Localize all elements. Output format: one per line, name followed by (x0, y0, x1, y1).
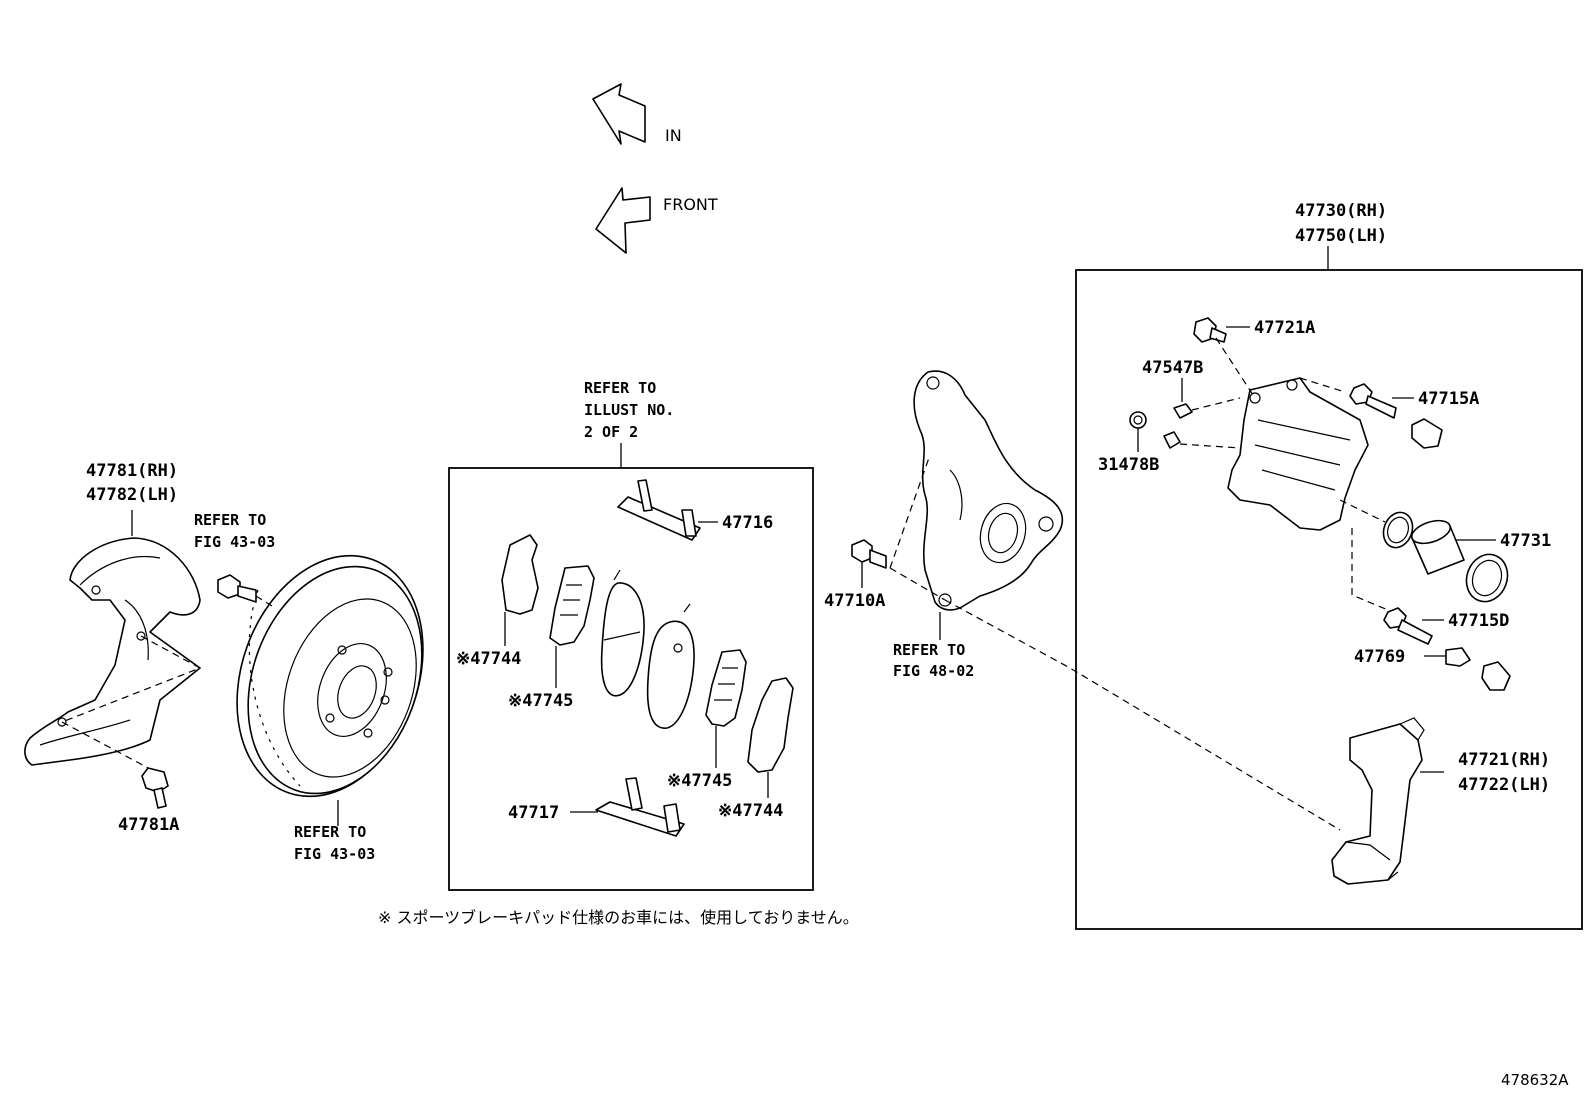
bleeder-plug-part (1173, 397, 1241, 419)
outer-shim-top-part (501, 534, 539, 615)
illustration-code: 478632A (1501, 1071, 1569, 1089)
dust-cover-rh-label: 47781(RH) (86, 461, 178, 481)
anti-squeal-shim-top-part (617, 479, 701, 541)
part-47716-label: 47716 (722, 513, 773, 533)
fig-43-03-bottom-ref-line2: FIG 43-03 (294, 845, 375, 863)
fig-43-03-top-ref-line1: REFER TO (194, 511, 266, 529)
outer-shim-bottom-part (747, 677, 794, 773)
bush-part (1163, 431, 1241, 449)
mounting-lh-label: 47722(LH) (1458, 775, 1550, 795)
caliper-body-part (1215, 337, 1369, 531)
part-47547B-label: 47547B (1142, 358, 1203, 378)
caliper-mounting-part (1331, 717, 1425, 885)
dust-cover-lh-label: 47782(LH) (86, 485, 178, 505)
part-47781A-label: 47781A (118, 815, 179, 835)
caliper-rh-label: 47730(RH) (1295, 201, 1387, 221)
part-47717-label: 47717 (508, 803, 559, 823)
part-47731-label: 47731 (1500, 531, 1551, 551)
in-direction-label: IN (665, 126, 682, 145)
part-47744-bottom-label: ※47744 (718, 801, 783, 821)
brake-pad-outer-part (600, 569, 645, 697)
fig-48-02-ref-line1: REFER TO (893, 641, 965, 659)
bushing-part (1445, 647, 1471, 667)
rotor-bolt-part (217, 574, 273, 607)
steering-knuckle-part (913, 370, 1064, 611)
in-arrow-icon (592, 83, 646, 145)
fig-43-03-bottom-ref-line1: REFER TO (294, 823, 366, 841)
part-47715A-label: 47715A (1418, 389, 1479, 409)
part-31478B-label: 31478B (1098, 455, 1159, 475)
footnote-text: ※ スポーツブレーキパッド仕様のお車には、使用しておりません。 (378, 908, 859, 927)
knuckle-bolt-part (851, 539, 887, 569)
illust-ref-line2: ILLUST NO. (584, 401, 674, 419)
caliper-lh-label: 47750(LH) (1295, 226, 1387, 246)
bolt-47721A-part (1193, 317, 1227, 343)
piston-seal-part (1339, 499, 1414, 549)
illust-ref-line3: 2 OF 2 (584, 423, 638, 441)
bleeder-cap-part (1129, 411, 1147, 429)
illust-ref-line1: REFER TO (584, 379, 656, 397)
piston-part (1410, 519, 1465, 575)
inner-shim-top-part (549, 565, 595, 646)
brake-pad-inner-part (646, 603, 695, 729)
disc-rotor-part (236, 554, 424, 798)
brake-pad-kit-box (448, 467, 814, 891)
part-47710A-label: 47710A (824, 591, 885, 611)
anti-squeal-shim-bottom-part (595, 777, 685, 837)
fig-43-03-top-ref-line2: FIG 43-03 (194, 533, 275, 551)
inner-shim-bottom-part (705, 649, 747, 727)
guide-pin-bottom-part (1351, 528, 1433, 645)
part-47769-label: 47769 (1354, 647, 1405, 667)
mounting-rh-label: 47721(RH) (1458, 750, 1550, 770)
pin-boot-bottom-part (1481, 661, 1511, 691)
bolt-47781A-part (61, 721, 169, 809)
front-direction-label: FRONT (663, 195, 718, 214)
fig-48-02-ref-line2: FIG 48-02 (893, 662, 974, 680)
part-47745-bottom-label: ※47745 (667, 771, 732, 791)
pin-boot-top-part (1411, 418, 1443, 449)
front-arrow-icon (595, 187, 651, 254)
guide-pin-top-part (1349, 383, 1397, 419)
part-47744-top-label: ※47744 (456, 649, 521, 669)
part-47715D-label: 47715D (1448, 611, 1509, 631)
part-47745-top-label: ※47745 (508, 691, 573, 711)
part-47721A-label: 47721A (1254, 318, 1315, 338)
caliper-assembly-box (1075, 269, 1583, 930)
piston-boot-part (1465, 553, 1509, 603)
dust-cover-part (24, 537, 202, 766)
